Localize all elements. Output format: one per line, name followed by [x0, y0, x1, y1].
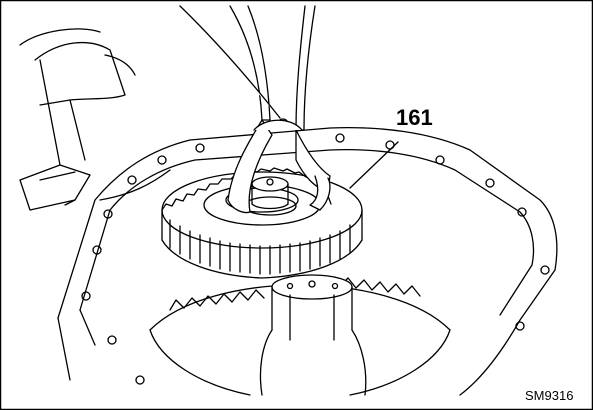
- gear-161: [161, 167, 363, 279]
- case-flange: [57, 127, 558, 396]
- transmission-case-back: [19, 28, 136, 211]
- callout-label: 161: [396, 105, 433, 130]
- callout-leader: [349, 141, 399, 189]
- snap-ring-pliers: [179, 5, 331, 214]
- figure-code: SM9316: [525, 388, 573, 403]
- output-shaft: [259, 274, 367, 396]
